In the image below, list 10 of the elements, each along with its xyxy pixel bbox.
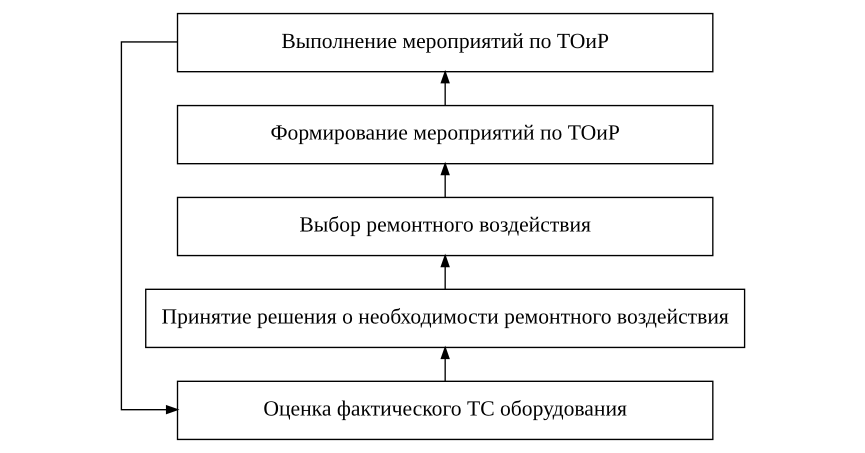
node-box: Формирование мероприятий по ТОиР	[176, 104, 713, 164]
node-box: Принятие решения о необходимости ремонтного воздействия	[144, 288, 745, 348]
node-box: Оценка фактического ТС оборудования	[176, 380, 713, 440]
node-box: Выполнение мероприятий по ТОиР	[176, 12, 713, 72]
arrow	[120, 41, 179, 414]
arrow	[440, 254, 450, 290]
arrow	[440, 70, 450, 106]
arrow	[440, 162, 450, 198]
node-box: Выбор ремонтного воздействия	[176, 196, 713, 256]
arrow	[440, 346, 450, 382]
